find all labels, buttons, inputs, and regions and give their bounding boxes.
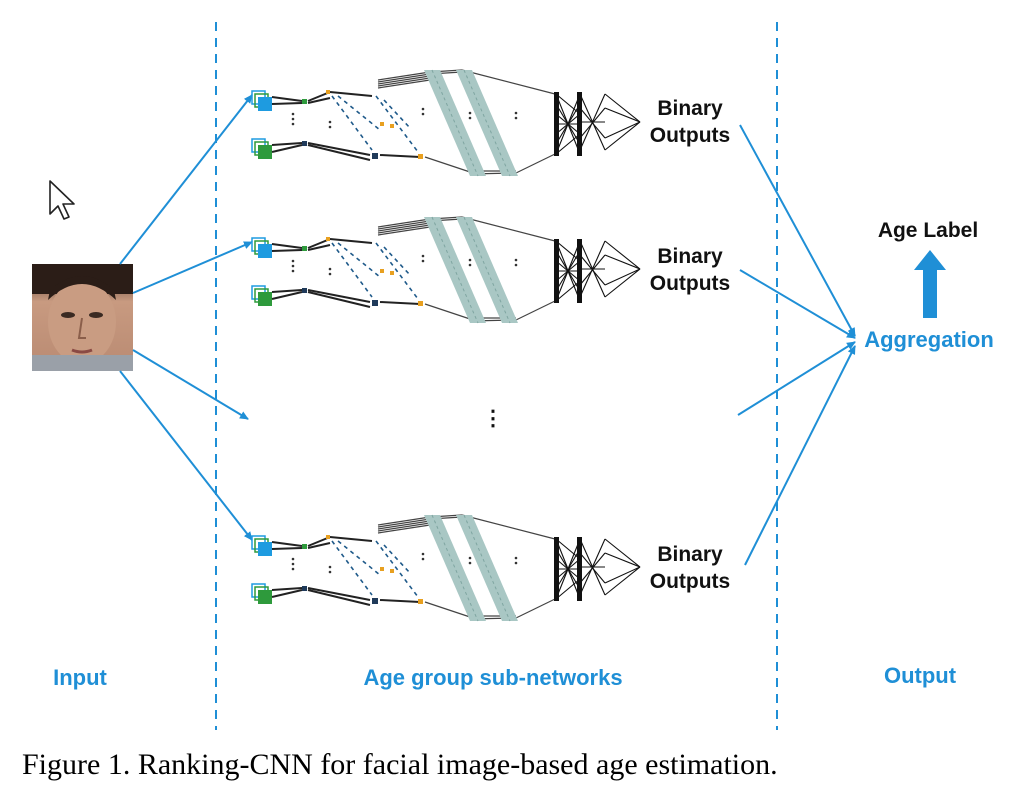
binary-outputs-2: Binary Outputs [650, 245, 730, 295]
section-output-label: Output [884, 663, 957, 688]
mouse-pointer-icon [49, 180, 75, 220]
subnetwork-ellipsis: ⋮ [483, 407, 504, 430]
binary-outputs-line2: Outputs [650, 272, 730, 295]
arrow-to-subnet-ellipsis [132, 349, 249, 420]
age-label-text: Age Label [878, 219, 978, 242]
section-subnetworks-label: Age group sub-networks [363, 665, 622, 690]
input-arrows [119, 94, 253, 541]
aggregation-label: Aggregation [864, 327, 994, 352]
arrow-up-icon [914, 250, 946, 318]
face-photo [32, 264, 133, 371]
binary-outputs-line1: Binary [657, 245, 723, 268]
binary-outputs-line2: Outputs [650, 570, 730, 593]
arrow-to-subnet-2 [132, 241, 253, 294]
cnn-subnetwork-2 [251, 216, 641, 324]
binary-outputs-line1: Binary [657, 543, 723, 566]
cnn-subnetwork-3 [251, 514, 641, 622]
binary-outputs-line1: Binary [657, 97, 723, 120]
figure-caption: Figure 1. Ranking-CNN for facial image-b… [22, 748, 778, 781]
cnn-subnetwork [251, 69, 641, 177]
binary-outputs-line2: Outputs [650, 124, 730, 147]
section-input-label: Input [53, 665, 107, 690]
arrow-to-subnet-3 [119, 370, 253, 541]
aggregation-arrows [737, 124, 856, 566]
binary-outputs-3: Binary Outputs [650, 543, 730, 593]
binary-outputs-1: Binary Outputs [650, 97, 730, 147]
arrow-to-subnet-1 [119, 94, 253, 265]
